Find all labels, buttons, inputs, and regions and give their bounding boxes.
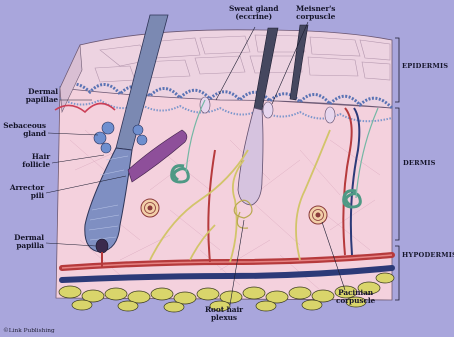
label-root-hair-plexus: Root hair plexus [205,306,243,323]
label-dermis: DERMIS [403,159,436,167]
label-dermal-papilla: Dermal papilla [2,234,44,251]
label-dermal-papillae: Dermal papillae [16,88,58,105]
label-meissners-corpuscle: Meisner's corpuscle [296,5,335,22]
dermal-papilla-bulb [96,239,108,253]
label-sweat-gland: Sweat gland (eccrine) [229,5,278,22]
label-sebaceous-gland: Sebaceous gland [2,122,46,139]
label-epidermis: EPIDERMIS [402,62,448,70]
label-hair-follicle: Hair follicle [6,153,50,170]
label-hypodermis: HYPODERMIS [402,251,454,259]
copyright-credit: ©Link Publishing [3,328,55,334]
label-arrector-pili: Arrector pili [2,184,44,201]
label-pacinian-corpuscle: Pacinian corpuscle [336,289,375,306]
